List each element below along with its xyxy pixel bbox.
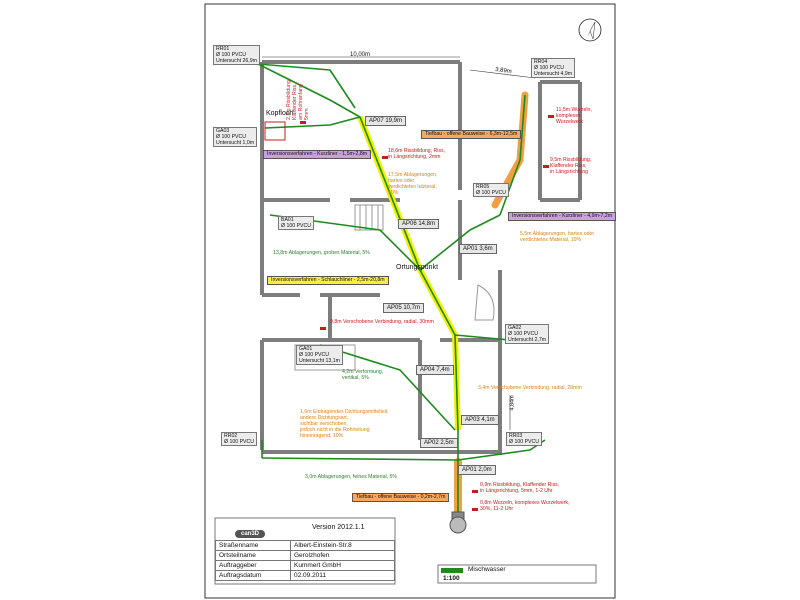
dimension-lines	[262, 56, 536, 430]
kopfloch-label: Kopfloch	[266, 110, 294, 117]
node-ap03[interactable]: AP03 4,1m	[461, 415, 499, 425]
repair-inv-schlauch[interactable]: Inversionsverfahren - Schlauchliner - 2,…	[267, 276, 389, 285]
kopfloch-marker	[264, 121, 286, 141]
key-street: Straßenname	[215, 540, 291, 551]
table-row: Auftragsdatum 02.09.2011	[215, 570, 395, 581]
damage-marker-icon	[543, 158, 552, 176]
building-walls	[260, 60, 582, 455]
damage-note-2: 17,5m Ablagerungen, hartes oder verdicht…	[388, 172, 438, 196]
trench-areas	[454, 91, 529, 516]
damage-note-1: 18,6m Rissbildung, Riss, in Längsrichtun…	[388, 148, 446, 160]
node-ap02[interactable]: AP02 2,5m	[420, 438, 458, 448]
value-district: Gerolzhofen	[290, 550, 395, 561]
node-ap07[interactable]: AP07 19,9m	[365, 116, 407, 126]
repair-inv-kurzliner-1[interactable]: Inversionsverfahren - Kurzliner - 1,5m-2…	[263, 150, 372, 159]
damage-marker-icon	[320, 320, 329, 338]
ga02-dia: Ø 100 PVCU	[508, 331, 538, 337]
key-district: Ortsteilname	[215, 550, 291, 561]
rr01-len: Untersucht 26,9m	[216, 58, 257, 64]
ga03-len: Untersucht 1,0m	[216, 140, 255, 146]
damage-marker-icon	[472, 501, 481, 519]
rr02-dia: Ø 100 PVCU	[224, 439, 254, 445]
damage-note-10: 1,6m Eintragendes Dichtungsmittelteil, a…	[300, 409, 389, 439]
liner-section	[357, 115, 461, 431]
node-ap04[interactable]: AP04 7,4m	[416, 365, 454, 375]
legend-scale: 1:100	[443, 575, 460, 582]
ba01-dia: Ø 100 PVCU	[281, 223, 311, 229]
node-ap05[interactable]: AP05 10,7m	[383, 303, 425, 313]
value-street: Albert-Einstein-Str.8	[290, 540, 395, 551]
rr04-len: Untersucht 4,9m	[534, 71, 573, 77]
node-ap01[interactable]: AP01 2,0m	[458, 465, 496, 475]
info-ga03[interactable]: GA03 Ø 100 PVCU Untersucht 1,0m	[213, 127, 258, 147]
key-client: Auftraggeber	[215, 560, 291, 571]
ga01-dia: Ø 100 PVCU	[299, 352, 329, 358]
legend-frame	[437, 564, 597, 584]
info-ba01[interactable]: BA01 Ø 100 PVCU	[278, 216, 314, 230]
damage-note-5: 5,5m Ablagerungen, hartes oder verdichte…	[520, 231, 595, 243]
damage-marker-icon	[300, 114, 309, 132]
legend-swatch	[441, 568, 463, 573]
ortungspunkt-label: Ortungspunkt	[396, 264, 439, 271]
logo: can3D	[235, 522, 266, 540]
ga03-id: GA03	[216, 128, 230, 134]
repair-tiefbau-2[interactable]: Tiefbau - offene Bauweise - 0,2m-2,7m	[352, 493, 450, 502]
damage-marker-icon	[472, 483, 481, 501]
damage-note-13: 0,8m Wurzeln, komplexes Wurzelwerk, 30%,…	[480, 500, 570, 512]
rr04-id: RR04	[534, 59, 548, 65]
ga01-len: Untersucht 13,1m	[299, 358, 340, 364]
value-client: Kummert GmbH	[290, 560, 395, 571]
sheet-border	[204, 3, 616, 599]
damage-marker-icon	[382, 149, 391, 167]
damage-note-8: 4,2m Verformung, vertikal, 5%	[342, 369, 384, 381]
logo-text: can3D	[235, 530, 266, 538]
rr04-dia: Ø 100 PVCU	[534, 65, 564, 71]
node-ap06[interactable]: AP06 14,8m	[398, 219, 440, 229]
table-row: Straßenname Albert-Einstein-Str.8	[215, 540, 395, 551]
damage-note-6: 13,8m Ablagerungen, grobes Material, 5%	[273, 250, 370, 256]
rr05-id: RR05	[476, 184, 490, 190]
info-rr02[interactable]: RR02 Ø 100 PVCU	[221, 432, 257, 446]
damage-note-11: 3,0m Ablagerungen, feines Material, 5%	[305, 474, 397, 480]
manhole-icon	[449, 511, 467, 534]
north-arrow-icon	[578, 18, 602, 42]
ga01-id: GA01	[299, 346, 313, 352]
info-rr03[interactable]: RR03 Ø 100 PVCU	[506, 432, 542, 446]
table-row: Ortsteilname Gerolzhofen	[215, 550, 395, 561]
node-ap01b[interactable]: AP01 3,6m	[459, 244, 497, 254]
title-block-table: Straßenname Albert-Einstein-Str.8 Ortste…	[215, 540, 395, 581]
legend-label: Mischwasser	[468, 566, 506, 573]
rr01-dia: Ø 100 PVCU	[216, 52, 246, 58]
rr03-id: RR03	[509, 433, 523, 439]
table-row: Auftraggeber Kummert GmbH	[215, 560, 395, 571]
info-ga02[interactable]: GA02 Ø 100 PVCU Untersucht 2,7m	[505, 324, 550, 344]
value-date: 02.09.2011	[290, 570, 395, 581]
info-rr01[interactable]: RR01 Ø 100 PVCU Untersucht 26,9m	[213, 45, 260, 65]
damage-note-9: 3,4m Verschobene Verbindung, radial, 20m…	[478, 385, 582, 391]
damage-note-3: 11,5m Wurzeln, komplexes Wurzelwerk	[556, 107, 592, 125]
damage-marker-icon	[548, 108, 557, 126]
damage-note-12: 0,9m Rissbildung, Klaffender Riss, in Lä…	[480, 482, 560, 494]
version-label: Version 2012.1.1	[312, 524, 365, 531]
rr02-id: RR02	[224, 433, 238, 439]
key-date: Auftragsdatum	[215, 570, 291, 581]
rr01-id: RR01	[216, 46, 230, 52]
info-rr05[interactable]: RR05 Ø 100 PVCU	[473, 183, 509, 197]
rr05-dia: Ø 100 PVCU	[476, 190, 506, 196]
ba01-id: BA01	[281, 217, 294, 223]
repair-tiefbau-1[interactable]: Tiefbau - offene Bauweise - 6,3m-12,5m	[421, 130, 522, 139]
damage-note-4: 9,5m Rissbildung, Klaffender Riss, in Lä…	[550, 157, 592, 175]
dim-width: 10,00m	[350, 52, 371, 58]
info-rr04[interactable]: RR04 Ø 100 PVCU Untersucht 4,9m	[531, 58, 576, 78]
dim-vert: 4,84m	[509, 395, 516, 411]
rr03-dia: Ø 100 PVCU	[509, 439, 539, 445]
ga03-dia: Ø 100 PVCU	[216, 134, 246, 140]
repair-inv-kurzliner-2[interactable]: Inversionsverfahren - Kurzliner - 4,9m-7…	[508, 212, 617, 221]
damage-note-7: 9,8m Verschobene Verbindung, radial, 30m…	[330, 319, 434, 325]
ga02-len: Untersucht 2,7m	[508, 337, 547, 343]
ga02-id: GA02	[508, 325, 522, 331]
info-ga01[interactable]: GA01 Ø 100 PVCU Untersucht 13,1m	[296, 345, 343, 365]
